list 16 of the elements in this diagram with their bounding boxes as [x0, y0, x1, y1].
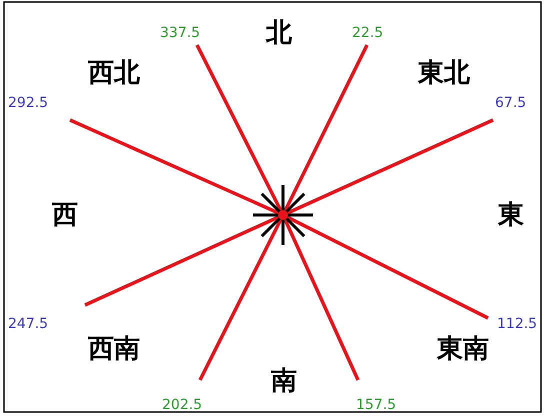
direction-label: 西南 — [88, 336, 140, 362]
direction-label: 北 — [266, 20, 292, 46]
direction-label: 東南 — [437, 336, 489, 362]
direction-label: 西北 — [88, 60, 140, 86]
degree-label: 157.5 — [356, 398, 396, 412]
degree-label: 292.5 — [8, 96, 48, 110]
degree-label: 67.5 — [495, 96, 526, 110]
degree-label: 247.5 — [8, 317, 48, 331]
direction-label: 西 — [52, 202, 78, 228]
degree-label: 22.5 — [352, 26, 384, 40]
direction-label: 東北 — [418, 60, 470, 86]
degree-label: 202.5 — [162, 398, 202, 412]
direction-label: 東 — [498, 202, 524, 228]
degree-label: 337.5 — [160, 26, 200, 40]
direction-label: 南 — [271, 368, 297, 394]
degree-label: 112.5 — [497, 317, 538, 331]
